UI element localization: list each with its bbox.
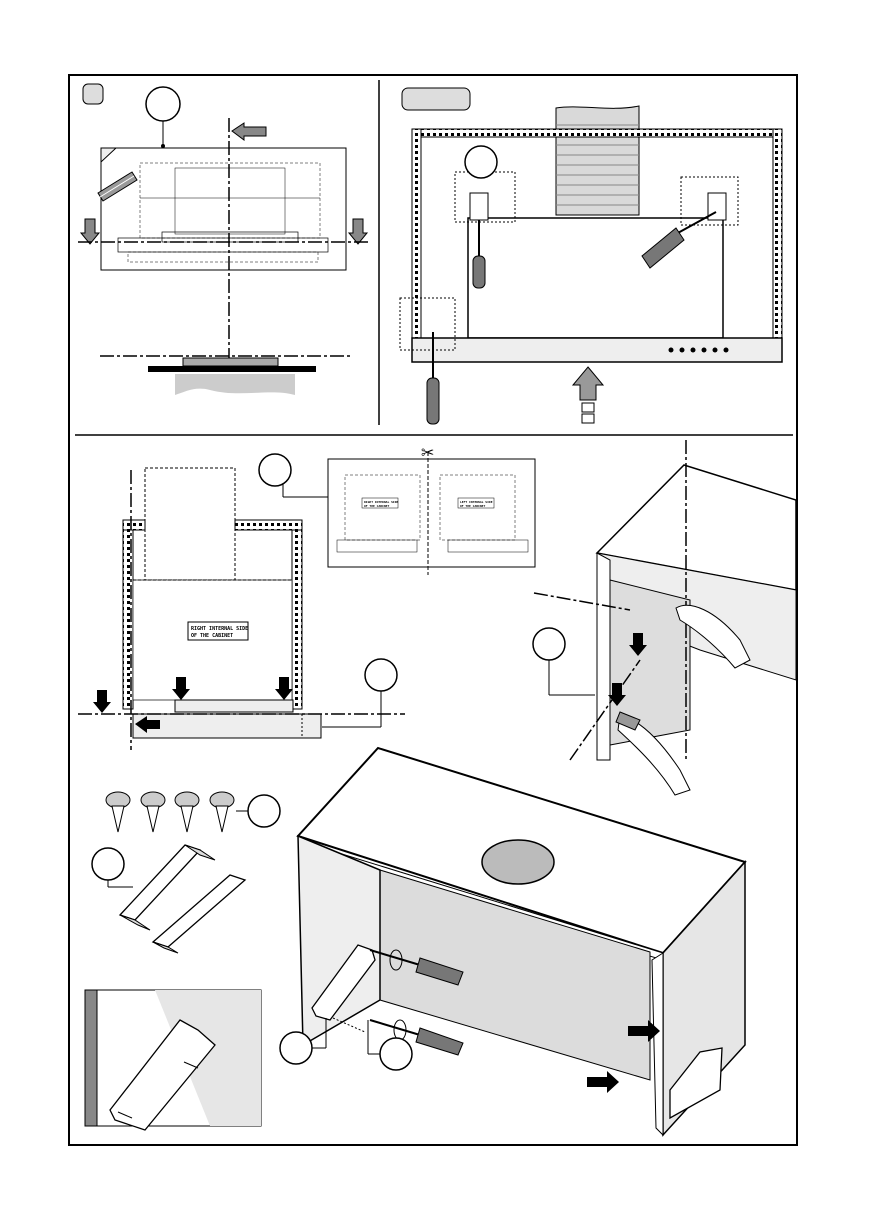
cabinet-right-wall <box>773 129 782 339</box>
callout-circle <box>146 87 180 121</box>
callout-circle <box>92 848 124 880</box>
callout-circle <box>365 659 397 691</box>
arrow-down-icon <box>93 690 111 713</box>
screw-icon <box>106 792 130 832</box>
step-badge-wide <box>402 88 470 110</box>
step-badge-small <box>83 84 103 104</box>
callout-circle <box>533 628 565 660</box>
panel-middle-right <box>533 440 796 795</box>
callout-circle <box>280 1032 312 1064</box>
arrow-down-icon <box>349 219 367 244</box>
cabinet-left-wall <box>412 129 421 339</box>
scissors-icon: ✂ <box>421 443 434 462</box>
duct-hole <box>482 840 554 884</box>
panel-parts <box>85 792 280 1130</box>
panel-cabinet-assembly <box>280 748 745 1135</box>
arrow-down-icon <box>81 219 99 244</box>
panel-top-right <box>400 88 782 424</box>
duct <box>556 106 639 215</box>
callout-circle <box>259 454 291 486</box>
arrow-left-icon <box>232 123 266 140</box>
wall-surface <box>175 374 295 395</box>
arrow-up-icon <box>573 367 603 400</box>
small-label: OF THE CABINET <box>460 504 485 508</box>
screw-icon <box>175 792 199 832</box>
label-line1: RIGHT INTERNAL SIDE <box>191 626 248 632</box>
callout-circle <box>380 1038 412 1070</box>
cabinet-top-wall <box>412 129 782 137</box>
small-label: OF THE CABINET <box>364 504 389 508</box>
template-sheet <box>328 459 535 567</box>
panel-top-left <box>78 84 370 395</box>
callout-circle <box>248 795 280 827</box>
screw-icon <box>210 792 234 832</box>
cabinet-left-side <box>298 836 380 1045</box>
callout-circle <box>465 146 497 178</box>
panel-middle-left: RIGHT INTERNAL SIDE OF THE CABINET ✂ RIG… <box>78 443 535 750</box>
label-line2: OF THE CABINET <box>191 633 233 639</box>
arrow-right-icon <box>587 1071 619 1093</box>
cabinet-right-wall <box>292 524 302 709</box>
screw-icon <box>141 792 165 832</box>
hood-body <box>148 366 316 372</box>
